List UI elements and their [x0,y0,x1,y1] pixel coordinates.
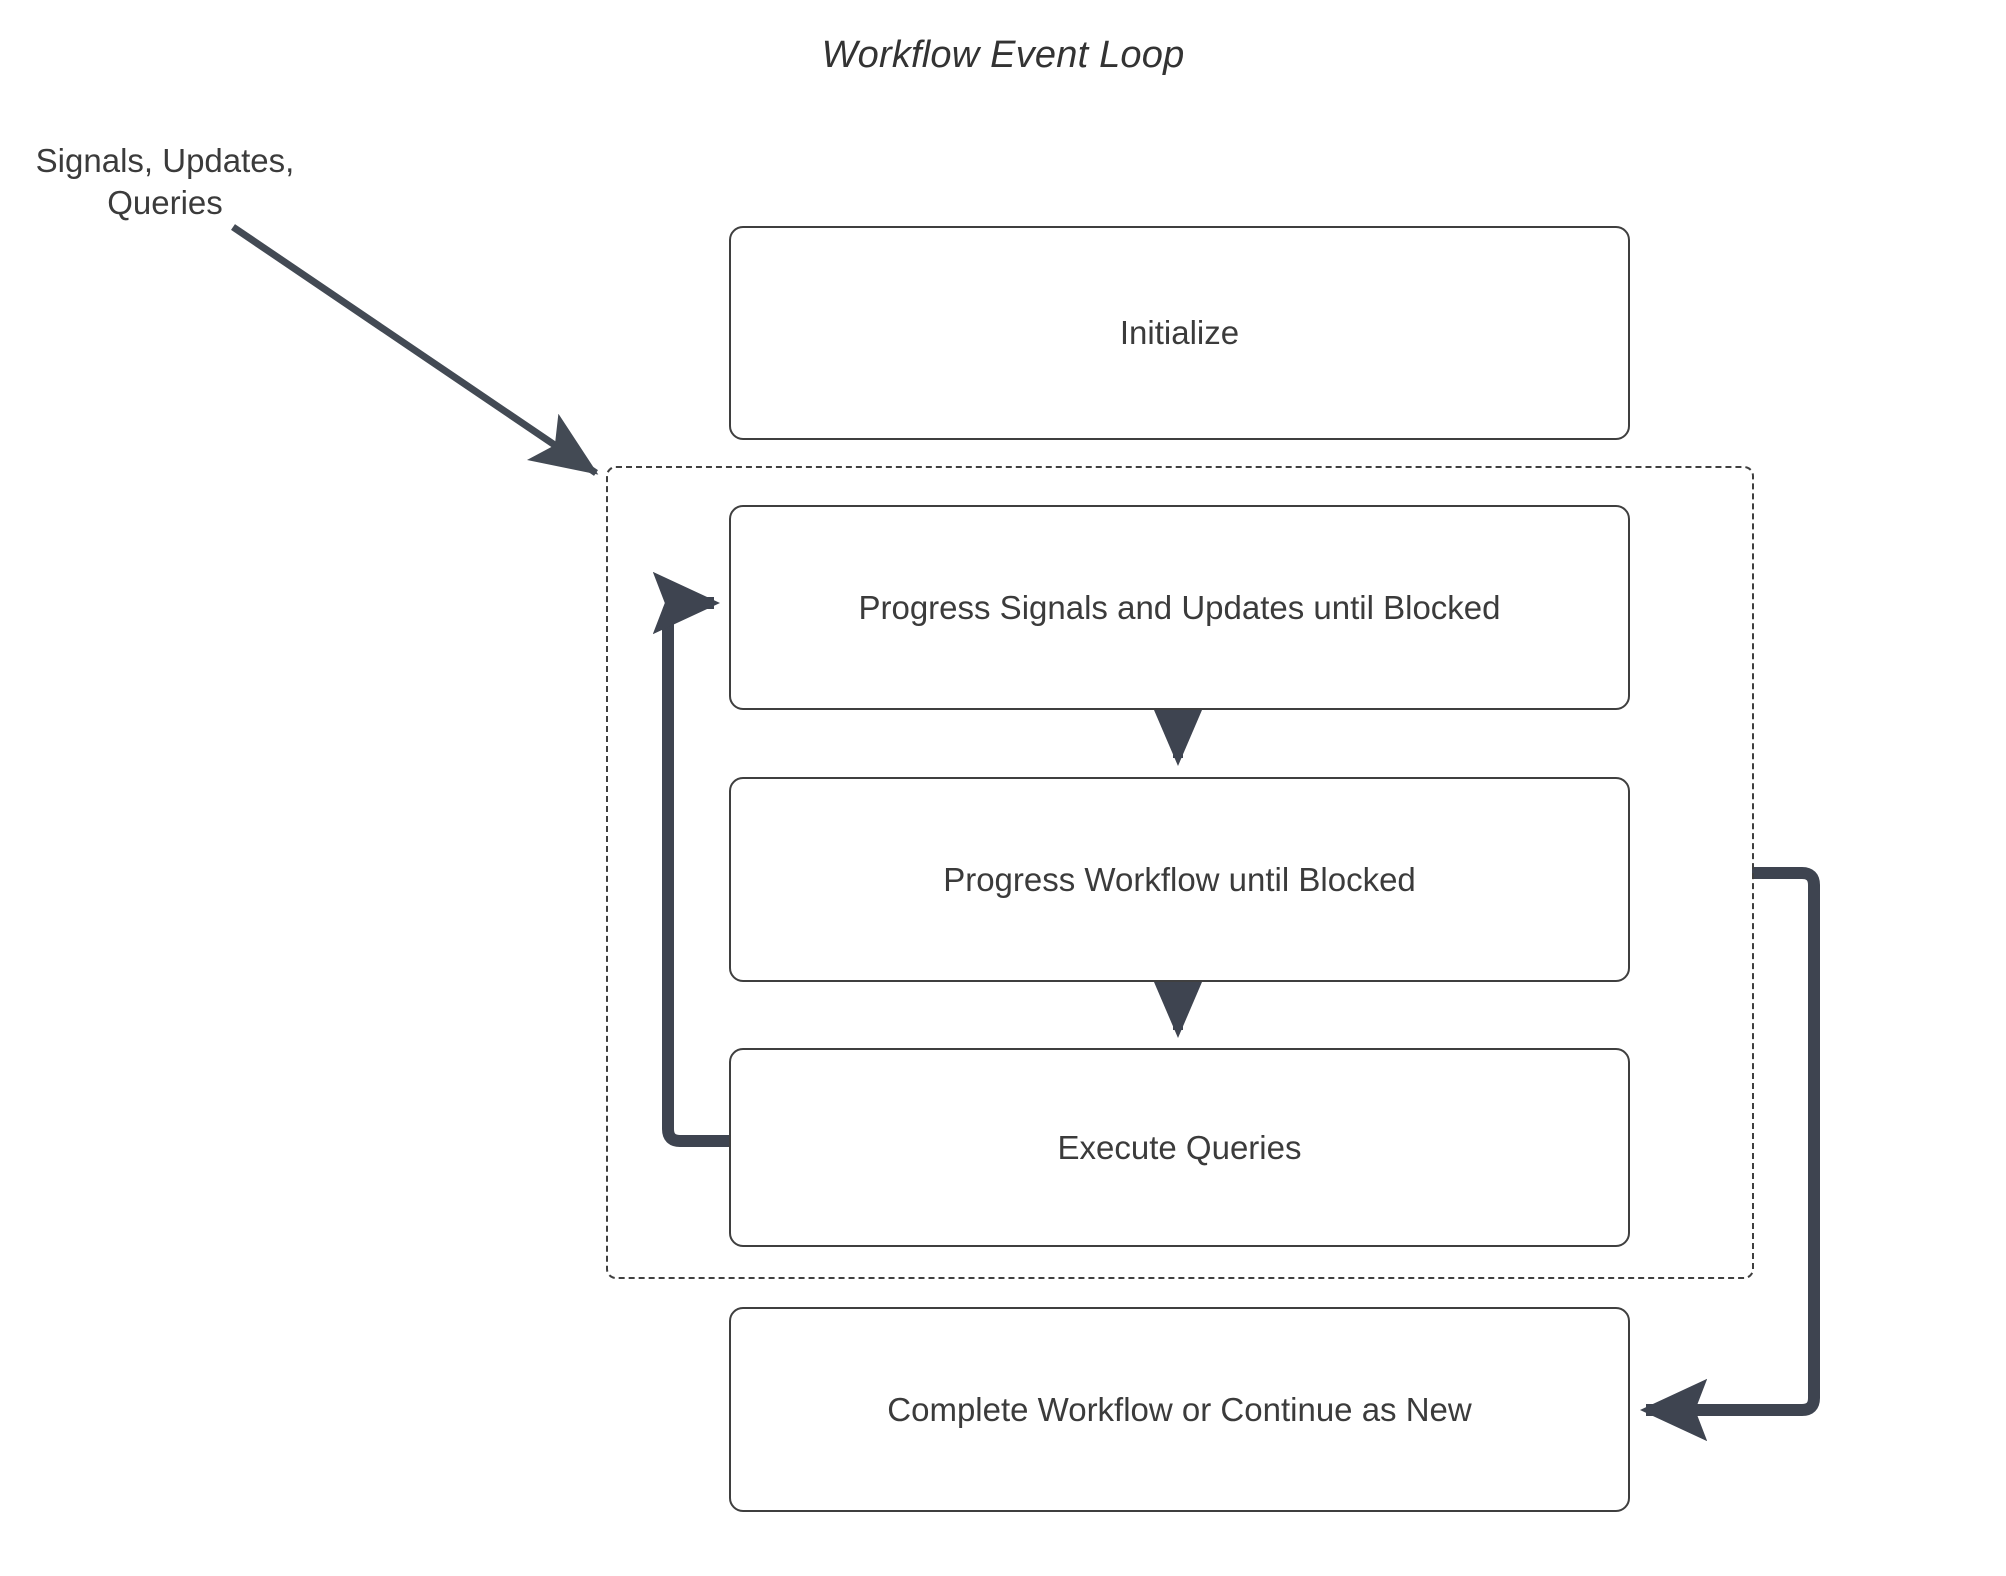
edge-external-to-loop [231,224,599,476]
node-complete-workflow[interactable]: Complete Workflow or Continue as New [729,1307,1630,1512]
edge-queries-loopback [652,571,729,1147]
node-initialize[interactable]: Initialize [729,226,1630,440]
node-progress-signals-label: Progress Signals and Updates until Block… [858,588,1501,626]
external-input-label: Signals, Updates, Queries [35,142,295,222]
page-title: Workflow Event Loop [821,34,1185,76]
node-complete-workflow-label: Complete Workflow or Continue as New [887,1390,1472,1428]
edge-loop-to-complete [1639,867,1820,1442]
node-execute-queries-label: Execute Queries [1057,1128,1302,1166]
node-progress-workflow[interactable]: Progress Workflow until Blocked [729,777,1630,982]
event-loop-group [606,466,1754,1279]
node-initialize-label: Initialize [1119,314,1240,351]
node-progress-workflow-label: Progress Workflow until Blocked [943,860,1416,898]
node-progress-signals[interactable]: Progress Signals and Updates until Block… [729,505,1630,710]
node-execute-queries[interactable]: Execute Queries [729,1048,1630,1247]
